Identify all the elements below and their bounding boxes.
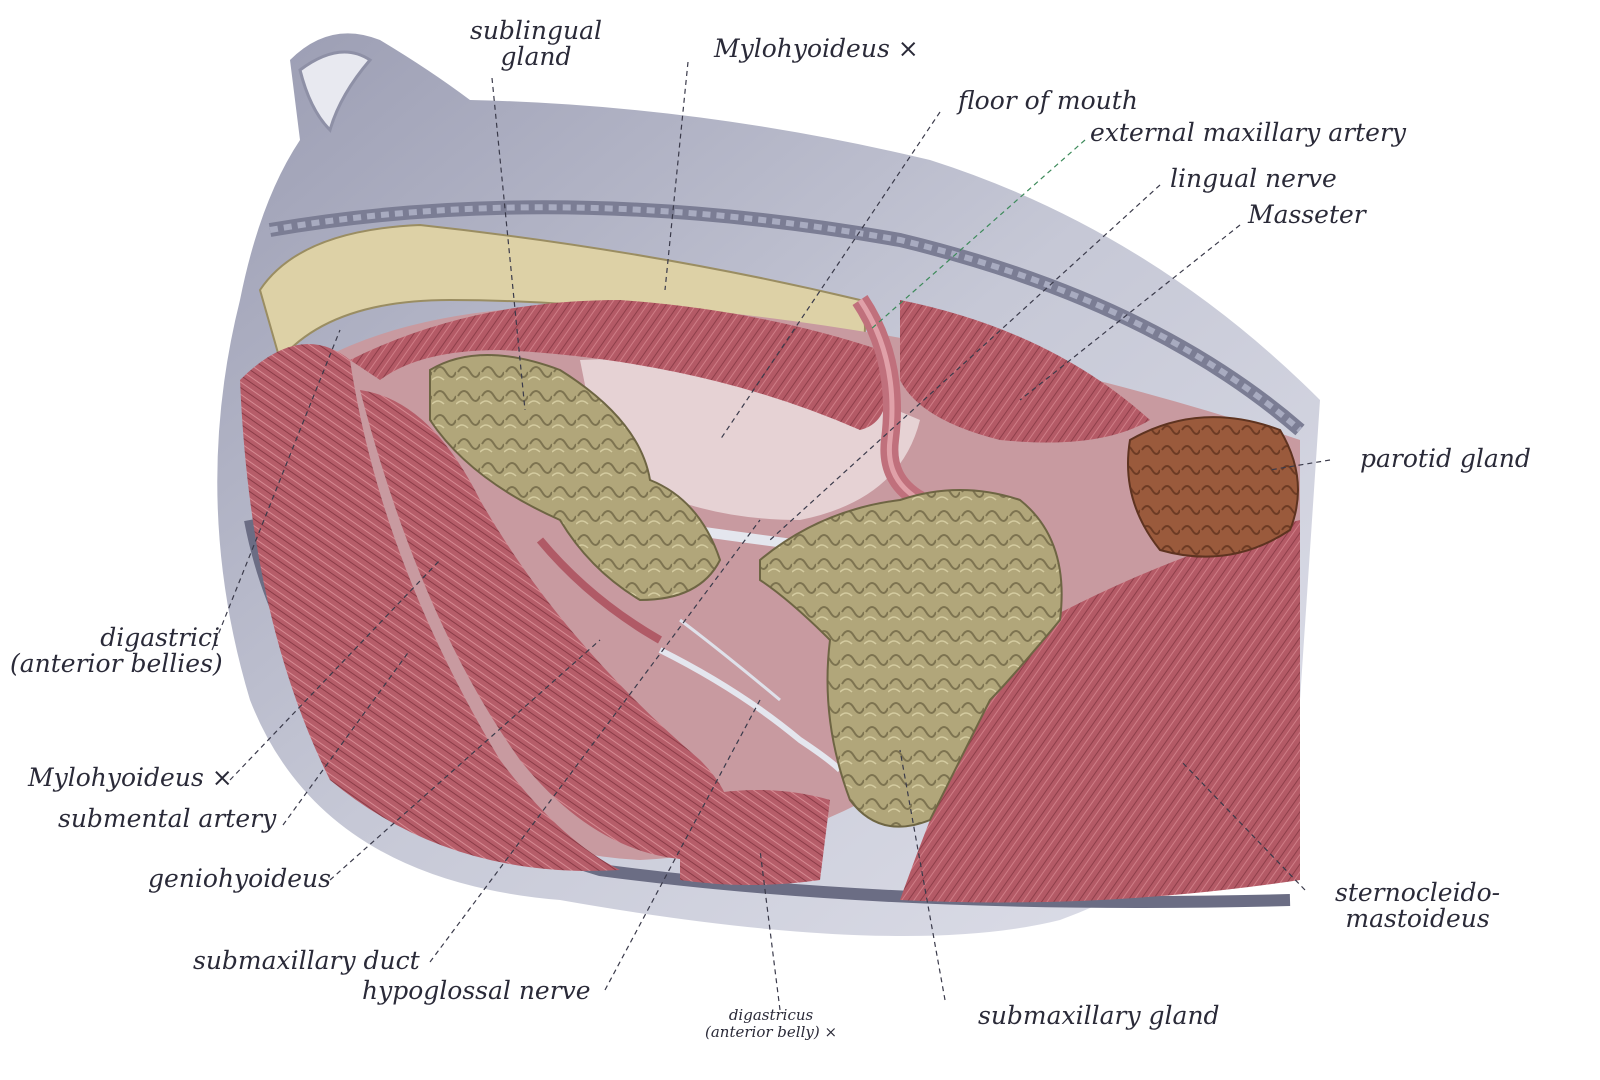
sublingual-gland [429, 354, 722, 602]
label-masseter: Masseter [1248, 200, 1366, 229]
label-sublingual-gland: sublingual gland [470, 16, 603, 72]
label-digastrici: digastrici (anterior bellies) [10, 623, 223, 679]
label-line: (anterior bellies) [10, 649, 223, 679]
sternocleidomastoideus-muscle [900, 520, 1300, 903]
label-hypoglossal-nerve: hypoglossal nerve [362, 976, 591, 1005]
masseter-muscle [900, 300, 1150, 443]
label-line: sublingual [470, 16, 603, 45]
label-line: (anterior belly) × [705, 1022, 838, 1041]
label-submaxillary-gland: submaxillary gland [978, 1001, 1220, 1030]
parotid-gland [1127, 416, 1299, 558]
geniohyoideus-muscle [360, 390, 730, 860]
label-line: mastoideus [1345, 904, 1490, 934]
label-external-maxillary-artery: external maxillary artery [1090, 118, 1407, 147]
label-line: sternocleido- [1335, 878, 1501, 907]
label-submental-artery: submental artery [58, 804, 277, 833]
mandible [258, 223, 866, 363]
label-line: digastricus [728, 1006, 814, 1024]
label-mylohyoideus-left: Mylohyoideus × [28, 763, 233, 792]
label-parotid-gland: parotid gland [1360, 444, 1531, 473]
submaxillary-gland [759, 489, 1063, 828]
label-submaxillary-duct: submaxillary duct [193, 946, 420, 975]
mylohyoideus-muscle [350, 300, 887, 430]
hypoglossal-nerve [658, 647, 843, 773]
digastricus-anterior-belly [680, 790, 830, 885]
label-line: gland [500, 42, 572, 72]
digastric-anterior-bellies [240, 344, 620, 871]
label-floor-of-mouth: floor of mouth [958, 86, 1138, 115]
label-geniohyoideus: geniohyoideus [148, 864, 331, 893]
leader-lines [211, 61, 1331, 1011]
label-mylohyoideus-top: Mylohyoideus × [714, 34, 919, 63]
label-lingual-nerve: lingual nerve [1170, 164, 1337, 193]
label-sternocleidomastoideus: sternocleido- mastoideus [1335, 878, 1501, 934]
submental-artery [536, 537, 662, 644]
label-line: digastrici [100, 623, 220, 652]
label-digastricus: digastricus (anterior belly) × [705, 1007, 837, 1040]
